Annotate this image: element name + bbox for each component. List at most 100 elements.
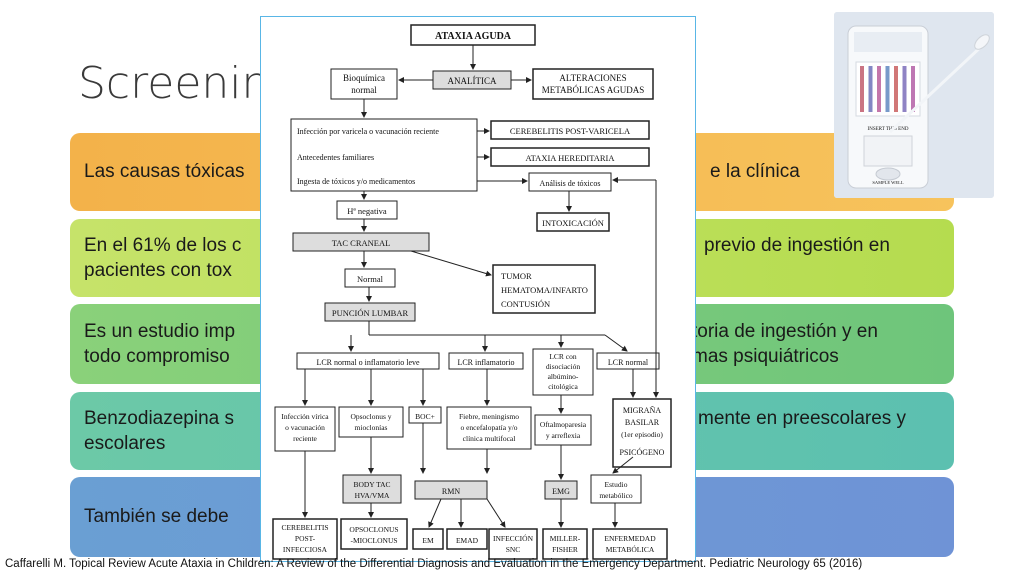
- text-h-negativa: Hª negativa: [347, 206, 387, 216]
- band-5-left-text: También se debe: [84, 506, 229, 528]
- node-puncion-lumbar: [324, 302, 416, 322]
- sample-well: [875, 167, 901, 181]
- node-tac-craneal: [292, 232, 430, 252]
- text-estudio-1: Estudio: [605, 480, 628, 489]
- pipette-bulb: [974, 34, 990, 50]
- text-lcr3-2: disociación: [546, 362, 580, 371]
- node-body-tac: [342, 474, 402, 504]
- node-out-miller: [542, 528, 588, 560]
- band-4-right-text: mente en preescolares y: [698, 407, 907, 429]
- text-body-tac-1: BODY TAC: [353, 480, 390, 489]
- text-estudio-2: metabólico: [599, 491, 633, 500]
- text-out-miller-1: MILLER-: [550, 534, 581, 543]
- text-intoxicacion: INTOXICACIÓN: [542, 218, 604, 228]
- node-out-em: [412, 528, 444, 550]
- node-ataxia-hereditaria: [490, 147, 650, 167]
- text-oftalmo-1: Oftalmoparesia: [540, 420, 587, 429]
- citation-text: Caffarelli M. Topical Review Acute Ataxi…: [5, 558, 863, 570]
- text-fiebre-1: Fiebre, meningismo: [459, 412, 519, 421]
- text-out-cerebelitis-2: POST-: [295, 534, 316, 543]
- text-infeccion: Infección por varicela o vacunación reci…: [297, 127, 439, 136]
- test-strip: [902, 66, 907, 112]
- node-normal: [344, 268, 396, 288]
- text-migrana-2: BASILAR: [625, 418, 660, 427]
- text-lcr4: LCR normal: [608, 358, 649, 367]
- text-out-infeccion-1: INFECCIÓN: [493, 533, 534, 543]
- pipette: [888, 42, 986, 134]
- text-fiebre-2: o encefalopatía y/o: [460, 423, 517, 432]
- text-migrana-3: (1er episodio): [621, 430, 663, 439]
- node-out-opsoclonus: [340, 518, 408, 550]
- text-out-em: EM: [422, 536, 434, 545]
- text-oftalmo-2: y arreflexia: [546, 431, 581, 440]
- text-antecedentes: Antecedentes familiares: [297, 153, 374, 162]
- test-strip: [860, 66, 864, 112]
- node-out-emad: [446, 528, 488, 550]
- node-lcr-inflamatorio: [448, 352, 524, 370]
- band-1-right-text: e la clínica: [710, 161, 800, 183]
- text-well-label: SAMPLE WELL: [872, 180, 904, 185]
- node-antecedentes-box: [290, 118, 478, 192]
- node-lcr-normal-leve: [296, 352, 440, 370]
- node-tumor: [492, 264, 596, 314]
- text-out-enfermedad-1: ENFERMEDAD: [604, 534, 656, 543]
- text-emg: EMG: [552, 487, 570, 496]
- text-analisis-toxicos: Análisis de tóxicos: [540, 179, 601, 188]
- test-strip: [911, 66, 915, 112]
- text-out-opso-1: OPSOCLONUS: [349, 525, 398, 534]
- test-strip: [885, 66, 890, 112]
- node-estudio-metabolico: [590, 474, 642, 504]
- node-h-negativa: [336, 200, 398, 220]
- text-device-label: INSERT THIS END: [868, 127, 909, 132]
- text-boc: BOC+: [415, 412, 435, 421]
- text-lcr3-1: LCR con: [549, 352, 577, 361]
- text-analitica: ANALÍTICA: [448, 76, 497, 86]
- text-alteraciones-1: ALTERACIONES: [559, 73, 626, 83]
- band-1-left-text: Las causas tóxicas: [84, 161, 245, 183]
- node-migrana: [612, 398, 672, 468]
- text-ataxia-hereditaria: ATAXIA HEREDITARIA: [525, 153, 615, 163]
- node-lcr-normal: [596, 352, 660, 370]
- drug-test-kit-svg: INSERT THIS END SAMPLE WELL: [834, 12, 994, 198]
- text-out-cerebelitis-1: CEREBELITIS: [281, 523, 328, 532]
- text-ataxia-aguda: ATAXIA AGUDA: [435, 31, 512, 42]
- node-cerebelitis-post-varicela: [490, 120, 650, 140]
- text-lcr3-4: citológica: [548, 382, 578, 391]
- text-migrana-1: MIGRAÑA: [623, 405, 661, 415]
- band-2-right-text: previo de ingestión en: [704, 234, 890, 256]
- node-out-infeccion: [488, 528, 538, 560]
- text-alteraciones-2: METABÓLICAS AGUDAS: [542, 85, 645, 95]
- text-inf-viral-3: reciente: [293, 434, 317, 443]
- text-tumor: TUMOR: [501, 271, 532, 281]
- node-alteraciones: [532, 68, 654, 100]
- text-out-cerebelitis-3: INFECCIOSA: [283, 545, 328, 554]
- text-out-infeccion-2: SNC: [506, 545, 521, 554]
- text-out-opso-2: -MIOCLONUS: [350, 536, 397, 545]
- node-oftalmoparesia: [534, 414, 592, 446]
- text-rmn: RMN: [442, 487, 460, 496]
- node-fiebre: [446, 406, 532, 450]
- node-lcr-disociacion: [532, 348, 594, 396]
- text-tac: TAC CRANEAL: [332, 238, 391, 248]
- test-strip: [868, 66, 873, 112]
- node-out-enfermedad: [592, 528, 668, 560]
- node-analisis-toxicos: [528, 172, 612, 192]
- text-fiebre-3: clínica multifocal: [463, 434, 516, 443]
- drug-test-kit-photo: INSERT THIS END SAMPLE WELL: [834, 12, 994, 198]
- text-bioquimica-2: normal: [351, 85, 377, 95]
- text-inf-viral-2: o vacunación: [285, 423, 325, 432]
- node-boc: [408, 406, 442, 424]
- node-rmn: [414, 480, 488, 500]
- ataxia-flowchart-image: ATAXIA AGUDA ANALÍTICA Bioquímica normal…: [260, 16, 696, 562]
- node-out-cerebelitis: [272, 518, 338, 560]
- text-normal: Normal: [357, 274, 384, 284]
- text-lcr1: LCR normal o inflamatorio leve: [316, 358, 420, 367]
- text-puncion: PUNCIÓN LUMBAR: [332, 308, 409, 318]
- slide-title: Screening: [78, 58, 296, 109]
- text-body-tac-2: HVA/VMA: [355, 491, 390, 500]
- text-opsoclonus-2: mioclonías: [355, 423, 388, 432]
